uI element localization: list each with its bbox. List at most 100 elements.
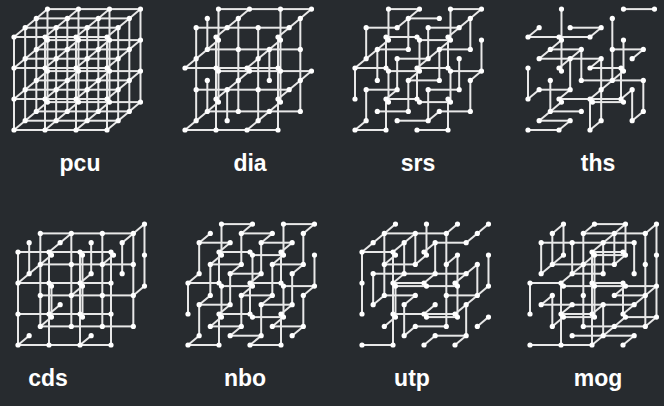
net-link bbox=[221, 223, 252, 225]
net-vertex bbox=[457, 87, 462, 92]
net-link bbox=[14, 36, 45, 38]
net-vertex bbox=[247, 249, 252, 254]
net-link bbox=[76, 67, 107, 69]
net-link bbox=[117, 90, 119, 121]
net-vertex bbox=[548, 47, 553, 52]
net-vertex bbox=[208, 324, 213, 329]
net-vertex bbox=[138, 38, 143, 43]
net-link bbox=[18, 313, 49, 315]
net-link bbox=[188, 282, 219, 284]
net-vertex bbox=[426, 118, 431, 123]
net-vertex bbox=[352, 65, 357, 70]
net-link bbox=[87, 120, 118, 122]
net-link bbox=[570, 58, 601, 60]
net-vertex bbox=[312, 284, 317, 289]
net-vertex bbox=[312, 222, 317, 227]
net-link bbox=[439, 110, 470, 112]
net-vertex bbox=[359, 249, 364, 254]
net-vertex bbox=[54, 87, 59, 92]
net-vertex bbox=[225, 25, 230, 30]
net-link bbox=[561, 313, 592, 315]
net-vertex bbox=[96, 16, 101, 21]
net-vertex bbox=[108, 342, 113, 347]
net-link bbox=[384, 232, 415, 234]
net-link bbox=[563, 316, 594, 318]
net-vertex bbox=[89, 271, 94, 276]
net-vertex bbox=[406, 16, 411, 21]
net-link bbox=[25, 58, 56, 60]
net-vertex bbox=[270, 231, 275, 236]
net-vertex bbox=[525, 34, 530, 39]
net-link bbox=[458, 59, 460, 90]
net-link bbox=[195, 90, 197, 121]
net-link bbox=[396, 59, 398, 90]
net-link bbox=[361, 252, 363, 283]
net-vertex bbox=[589, 280, 594, 285]
net-vertex bbox=[38, 262, 43, 267]
net-link bbox=[435, 242, 466, 244]
net-vertex bbox=[259, 333, 264, 338]
net-vertex bbox=[116, 25, 121, 30]
net-figure bbox=[182, 7, 314, 133]
net-link bbox=[206, 18, 208, 49]
net-link bbox=[280, 8, 311, 10]
net-vertex bbox=[452, 342, 457, 347]
net-vertex bbox=[390, 342, 395, 347]
net-vertex bbox=[383, 127, 388, 132]
net-vertex bbox=[46, 342, 51, 347]
net-link bbox=[386, 36, 417, 38]
net-vertex bbox=[27, 240, 32, 245]
net-vertex bbox=[383, 65, 388, 70]
net-vertex bbox=[116, 56, 121, 61]
net-link bbox=[101, 295, 103, 326]
net-link bbox=[247, 129, 278, 131]
net-vertex bbox=[382, 293, 387, 298]
net-link bbox=[403, 243, 405, 274]
net-vertex bbox=[45, 7, 50, 12]
net-vertex bbox=[278, 280, 283, 285]
net-link bbox=[25, 89, 56, 91]
net-link bbox=[195, 59, 197, 90]
net-link bbox=[24, 90, 26, 121]
net-vertex bbox=[390, 249, 395, 254]
net-link bbox=[71, 294, 102, 296]
net-link bbox=[209, 264, 211, 295]
net-link bbox=[45, 129, 76, 131]
net-link bbox=[221, 285, 252, 287]
net-link bbox=[571, 243, 573, 274]
net-link bbox=[257, 28, 259, 59]
net-vertex bbox=[267, 78, 272, 83]
net-link bbox=[613, 233, 615, 264]
net-vertex bbox=[539, 240, 544, 245]
net-vertex bbox=[612, 231, 617, 236]
net-vertex bbox=[185, 311, 190, 316]
net-vertex bbox=[228, 333, 233, 338]
net-link bbox=[216, 67, 247, 69]
net-link bbox=[49, 251, 80, 253]
net-vertex bbox=[197, 240, 202, 245]
net-link bbox=[71, 263, 102, 265]
net-vertex bbox=[127, 16, 132, 21]
net-vertex bbox=[475, 231, 480, 236]
net-link bbox=[39, 264, 41, 295]
net-link bbox=[540, 243, 542, 274]
net-link bbox=[527, 68, 529, 99]
net-vertex bbox=[138, 69, 143, 74]
net-link bbox=[469, 18, 471, 49]
net-vertex bbox=[65, 47, 70, 52]
net-vertex bbox=[632, 302, 637, 307]
net-link bbox=[372, 274, 374, 305]
net-link bbox=[362, 251, 393, 253]
net-link bbox=[529, 283, 531, 314]
net-vertex bbox=[278, 311, 283, 316]
net-link bbox=[76, 129, 107, 131]
net-vertex bbox=[455, 253, 460, 258]
net-link bbox=[237, 49, 239, 80]
net-vertex bbox=[100, 324, 105, 329]
net-link bbox=[572, 242, 603, 244]
net-vertex bbox=[259, 302, 264, 307]
net-link bbox=[76, 36, 107, 38]
net-vertex bbox=[69, 262, 74, 267]
net-link bbox=[386, 98, 417, 100]
net-vertex bbox=[256, 87, 261, 92]
